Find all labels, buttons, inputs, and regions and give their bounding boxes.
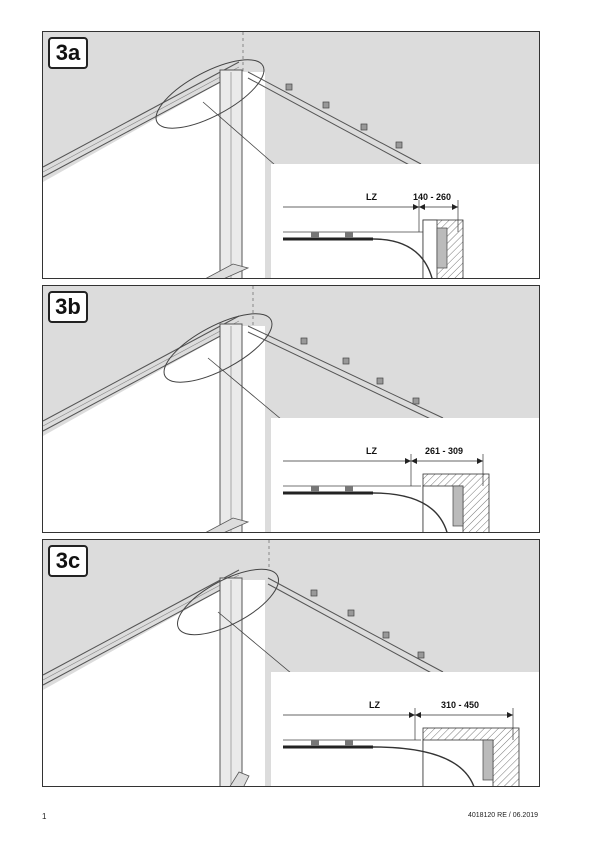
figure-panel-3c: LZ 310 - 450 3c [42, 539, 540, 787]
document-reference: 4018120 RE / 06.2019 [467, 812, 538, 819]
range-label: 310 - 450 [441, 700, 479, 710]
page-number: 1 [42, 812, 47, 821]
lz-label: LZ [369, 700, 380, 710]
installation-illustration: LZ 310 - 450 [43, 540, 539, 786]
lz-label: LZ [366, 446, 377, 456]
installation-illustration: LZ 140 - 260 [43, 32, 539, 278]
panel-label-badge: 3c [48, 545, 88, 577]
range-label: 261 - 309 [425, 446, 463, 456]
figure-panel-3b: LZ 261 - 309 3b [42, 285, 540, 533]
panel-label-badge: 3a [48, 37, 88, 69]
figure-panel-3a: LZ 140 - 260 3a [42, 31, 540, 279]
lz-label: LZ [366, 192, 377, 202]
range-label: 140 - 260 [413, 192, 451, 202]
panel-label-badge: 3b [48, 291, 88, 323]
installation-illustration: LZ 261 - 309 [43, 286, 539, 532]
